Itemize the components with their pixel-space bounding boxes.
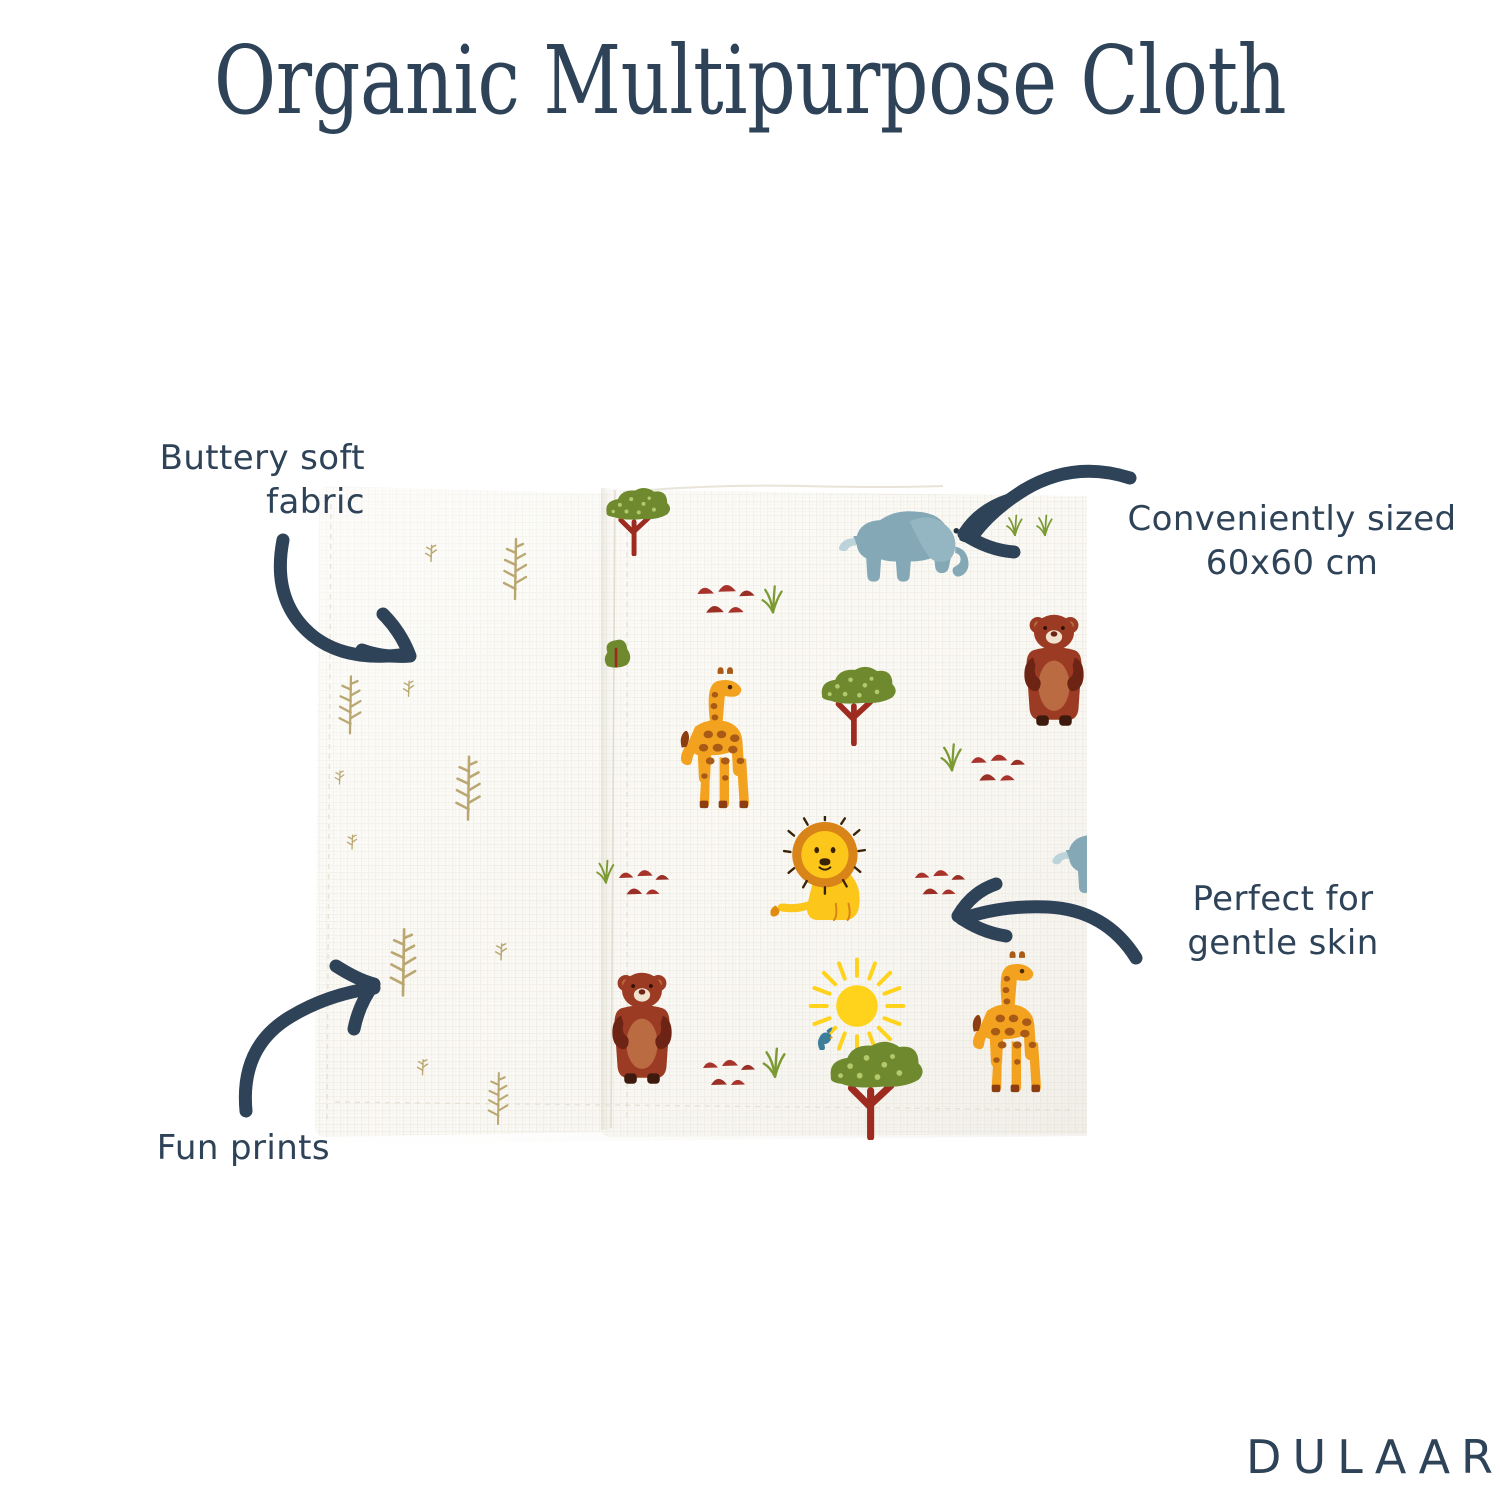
callout-label-perfect-for-gentle-skin: Perfect for gentle skin xyxy=(1187,879,1379,964)
callout-label-fun-prints: Fun prints xyxy=(156,1128,330,1168)
cloth-body xyxy=(315,484,1087,1144)
product-image xyxy=(305,480,1087,1145)
page-title: Organic Multipurpose Cloth xyxy=(213,26,1287,136)
brand-logo: DULAAR xyxy=(1246,1430,1500,1484)
callout-label-buttery-soft-fabric: Buttery soft fabric xyxy=(159,438,365,523)
callout-label-conveniently-sized: Conveniently sized 60x60 cm xyxy=(1127,499,1457,584)
